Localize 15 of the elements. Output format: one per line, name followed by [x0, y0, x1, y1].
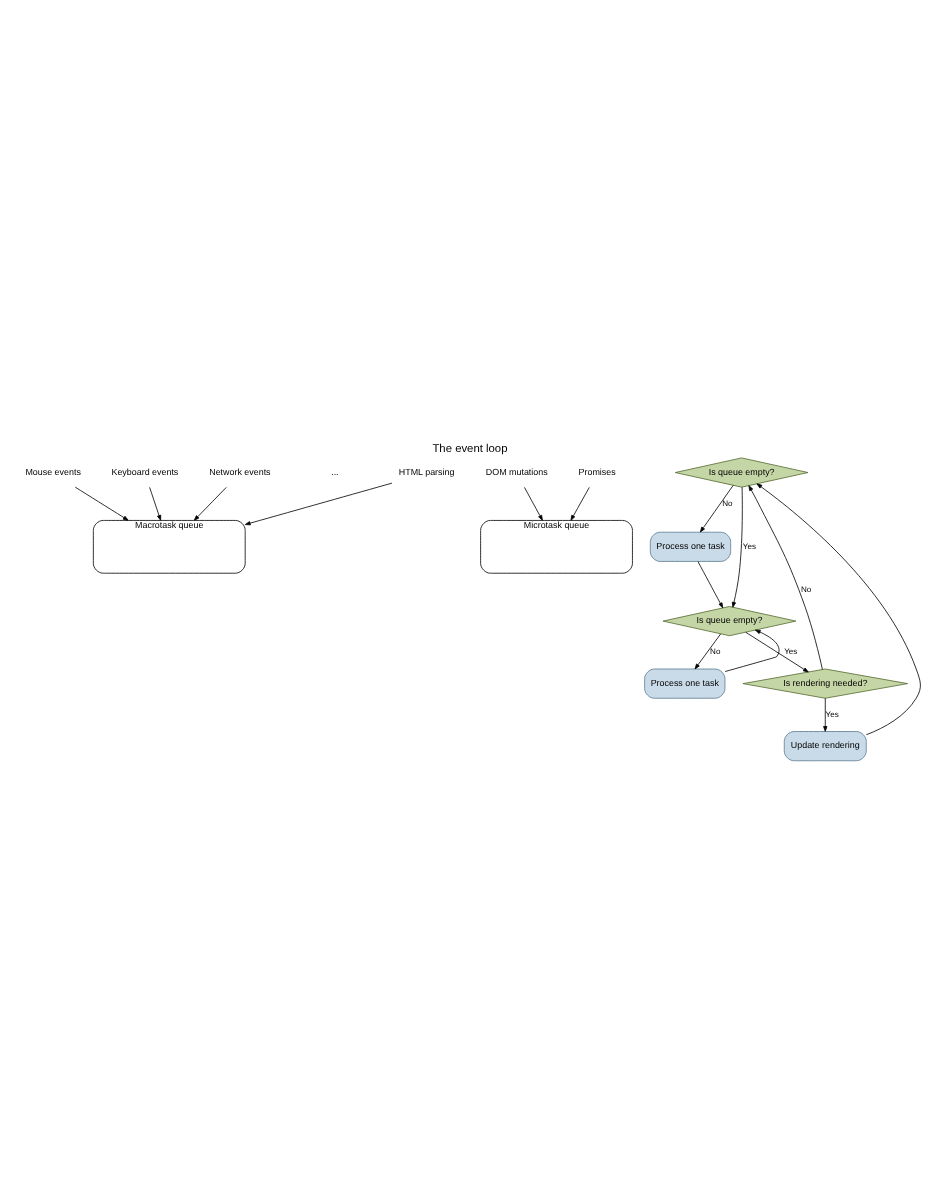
arrow	[694, 632, 722, 669]
arrow	[697, 560, 724, 608]
arrow	[244, 481, 393, 525]
arrow	[149, 485, 162, 520]
arrow	[823, 696, 828, 731]
arrow	[193, 485, 227, 520]
arrow	[745, 630, 809, 672]
arrow	[724, 628, 780, 671]
arrow	[570, 485, 590, 520]
arrow	[524, 485, 543, 520]
arrow	[748, 484, 823, 669]
arrow	[756, 482, 921, 735]
arrow	[699, 483, 734, 532]
arrow	[731, 485, 743, 607]
arrow	[74, 485, 129, 520]
